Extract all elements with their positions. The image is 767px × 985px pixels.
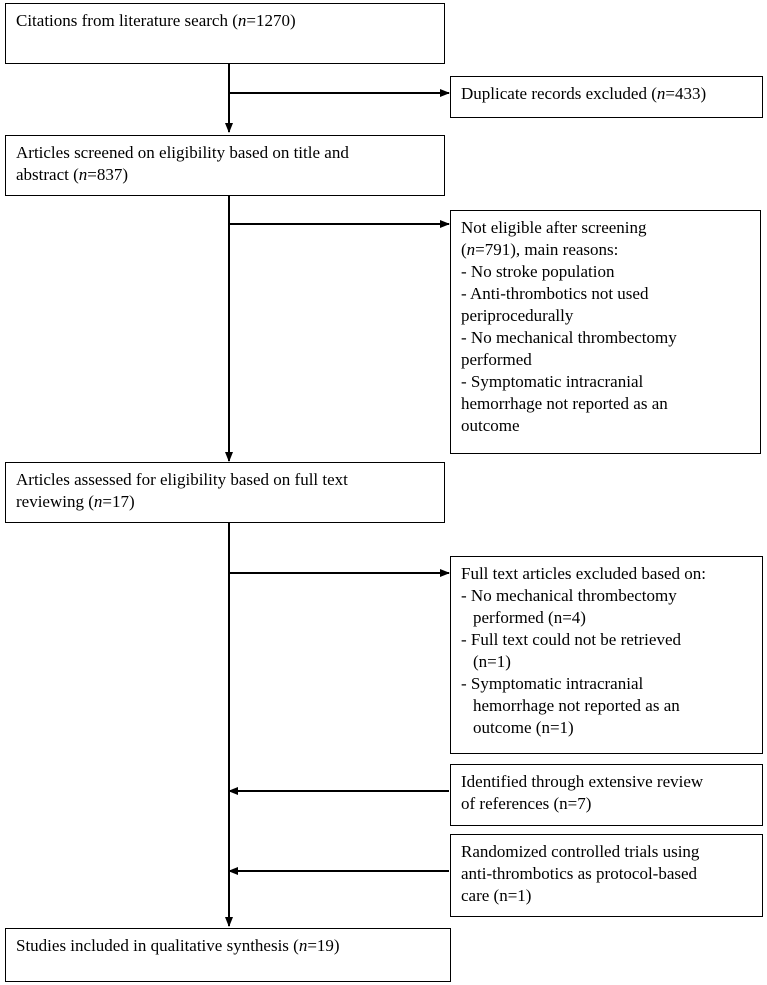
not-eligible-line-1: Not eligible after screening xyxy=(461,218,647,237)
excluded-item: - No mechanical thrombectomy xyxy=(461,586,677,605)
duplicates-box: Duplicate records excluded (n=433) xyxy=(450,76,763,118)
screened-line-1: Articles screened on eligibility based o… xyxy=(16,143,349,162)
reason-line: - No mechanical thrombectomy xyxy=(461,328,677,347)
full-text-line-2: reviewing (n=17) xyxy=(16,492,135,511)
included-box: Studies included in qualitative synthesi… xyxy=(5,928,451,982)
rct-line-2: anti-thrombotics as protocol-based xyxy=(461,864,698,883)
reason-line: - No stroke population xyxy=(461,262,615,281)
full-text-line-1: Articles assessed for eligibility based … xyxy=(16,470,348,489)
citations-box: Citations from literature search (n=1270… xyxy=(5,3,445,64)
reason-line: periprocedurally xyxy=(461,306,574,325)
excluded-item: performed (n=4) xyxy=(473,608,586,627)
excluded-box: Full text articles excluded based on: - … xyxy=(450,556,763,754)
rct-line-3: care (n=1) xyxy=(461,886,532,905)
full-text-box: Articles assessed for eligibility based … xyxy=(5,462,445,523)
reason-line: outcome xyxy=(461,416,520,435)
excluded-item: - Symptomatic intracranial xyxy=(461,674,644,693)
screened-box: Articles screened on eligibility based o… xyxy=(5,135,445,196)
rct-box: Randomized controlled trials using anti-… xyxy=(450,834,763,917)
excluded-item: (n=1) xyxy=(473,652,511,671)
excluded-line-1: Full text articles excluded based on: xyxy=(461,564,707,583)
not-eligible-box: Not eligible after screening (n=791), ma… xyxy=(450,210,761,454)
included-text: Studies included in qualitative synthesi… xyxy=(16,936,340,955)
citations-text: Citations from literature search (n=1270… xyxy=(16,11,296,30)
reason-line: - Symptomatic intracranial xyxy=(461,372,644,391)
rct-line-1: Randomized controlled trials using xyxy=(461,842,700,861)
references-line-1: Identified through extensive review xyxy=(461,772,704,791)
references-line-2: of references (n=7) xyxy=(461,794,592,813)
excluded-item: - Full text could not be retrieved xyxy=(461,630,681,649)
duplicates-text: Duplicate records excluded (n=433) xyxy=(461,84,707,103)
reason-line: hemorrhage not reported as an xyxy=(461,394,668,413)
references-box: Identified through extensive review of r… xyxy=(450,764,763,826)
reason-line: - Anti-thrombotics not used xyxy=(461,284,649,303)
reason-line: performed xyxy=(461,350,532,369)
excluded-item: outcome (n=1) xyxy=(473,718,574,737)
screened-line-2: abstract (n=837) xyxy=(16,165,129,184)
not-eligible-line-2: (n=791), main reasons: xyxy=(461,240,619,259)
excluded-item: hemorrhage not reported as an xyxy=(473,696,680,715)
